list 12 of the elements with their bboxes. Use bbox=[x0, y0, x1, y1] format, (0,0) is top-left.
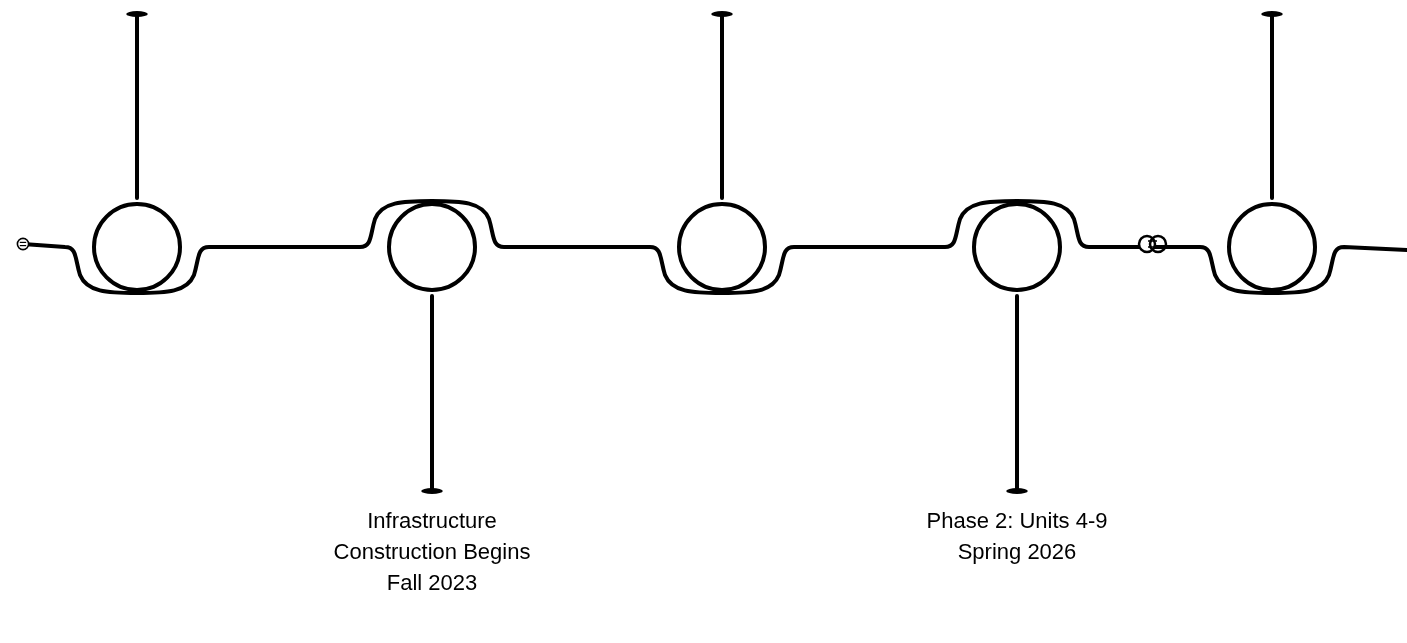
timeline-line bbox=[1270, 245, 1407, 295]
leader-line bbox=[1006, 294, 1028, 494]
leader-line bbox=[421, 294, 443, 494]
milestone-title: Phase 2: Units 4-9 bbox=[926, 507, 1108, 535]
timeline-line bbox=[720, 199, 1019, 295]
leader-line bbox=[126, 11, 148, 200]
milestone-date: Fall 2023 bbox=[386, 569, 478, 597]
timeline-line bbox=[135, 199, 434, 295]
milestone-title: Infrastructure Construction Begins bbox=[332, 507, 532, 566]
leader-line bbox=[711, 11, 733, 200]
milestone-date: Spring 2026 bbox=[957, 538, 1077, 566]
leader-line bbox=[1261, 11, 1283, 200]
